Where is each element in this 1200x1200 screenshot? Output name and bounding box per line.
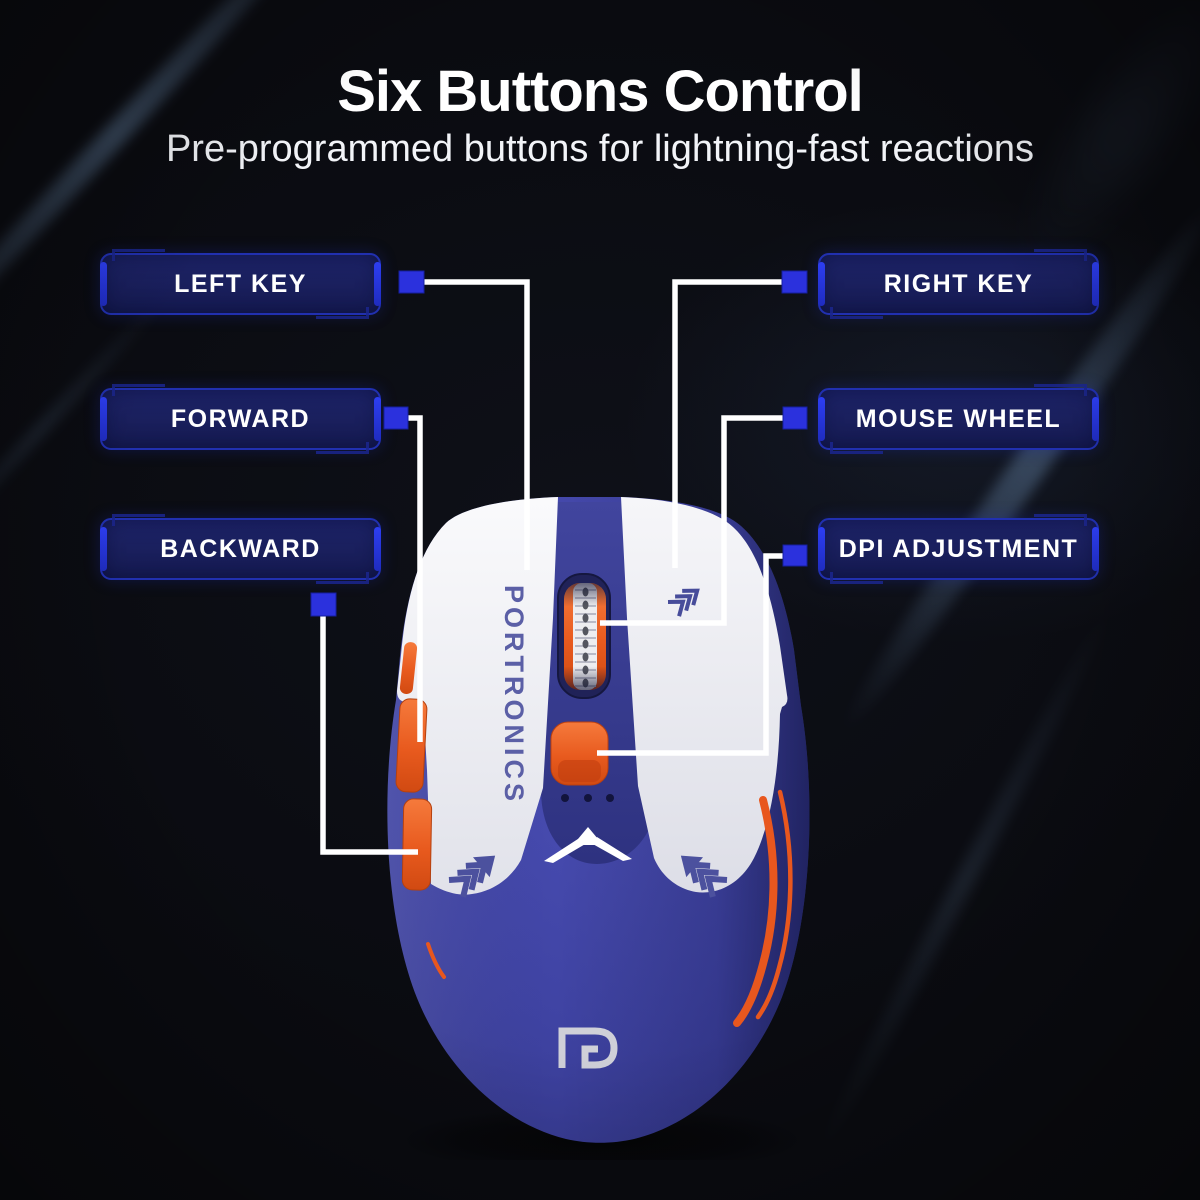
callout-label: DPI ADJUSTMENT: [839, 535, 1079, 564]
callout-label: BACKWARD: [160, 535, 321, 564]
callout-notch: [830, 307, 883, 319]
callout-backward: BACKWARD: [100, 514, 381, 584]
callout-notch: [1034, 514, 1087, 526]
callout-label: FORWARD: [171, 405, 310, 434]
callout-left-key: LEFT KEY: [100, 249, 381, 319]
page-subtitle: Pre-programmed buttons for lightning-fas…: [0, 128, 1200, 171]
pd-logo-icon: [558, 1027, 618, 1069]
callout-cap: [100, 397, 107, 441]
callout-notch: [1034, 384, 1087, 396]
callout-cap: [818, 527, 825, 571]
indicator-dots: [561, 794, 614, 802]
callout-cap: [1092, 527, 1099, 571]
callout-notch: [112, 249, 165, 261]
callout-notch: [316, 572, 369, 584]
callout-cap: [100, 527, 107, 571]
callout-dpi-adjustment: DPI ADJUSTMENT: [818, 514, 1099, 584]
callout-cap: [1092, 262, 1099, 306]
callout-notch: [316, 442, 369, 454]
callout-cap: [818, 397, 825, 441]
callout-cap: [374, 527, 381, 571]
callout-cap: [1092, 397, 1099, 441]
callout-notch: [112, 384, 165, 396]
callout-label: RIGHT KEY: [884, 270, 1034, 299]
dpi-button: [550, 721, 609, 786]
callout-cap: [374, 262, 381, 306]
callout-mouse-wheel: MOUSE WHEEL: [818, 384, 1099, 454]
callout-notch: [830, 572, 883, 584]
chevron-decal-left-panel: [448, 855, 496, 898]
callout-notch: [1034, 249, 1087, 261]
palm-emblem-icon: [544, 827, 632, 863]
callout-notch: [830, 442, 883, 454]
orange-side-stripes: [426, 789, 793, 1027]
callout-label: MOUSE WHEEL: [856, 405, 1061, 434]
left-click-button: [397, 497, 558, 895]
brand-text: PORTRONICS: [499, 585, 529, 805]
callout-cap: [818, 262, 825, 306]
page-title: Six Buttons Control: [0, 58, 1200, 125]
callout-cap: [100, 262, 107, 306]
callout-notch: [112, 514, 165, 526]
callout-right-key: RIGHT KEY: [818, 249, 1099, 319]
callout-cap: [374, 397, 381, 441]
callout-forward: FORWARD: [100, 384, 381, 454]
callout-notch: [316, 307, 369, 319]
chevron-decal-right-panel: [680, 855, 728, 898]
callout-label: LEFT KEY: [174, 270, 307, 299]
